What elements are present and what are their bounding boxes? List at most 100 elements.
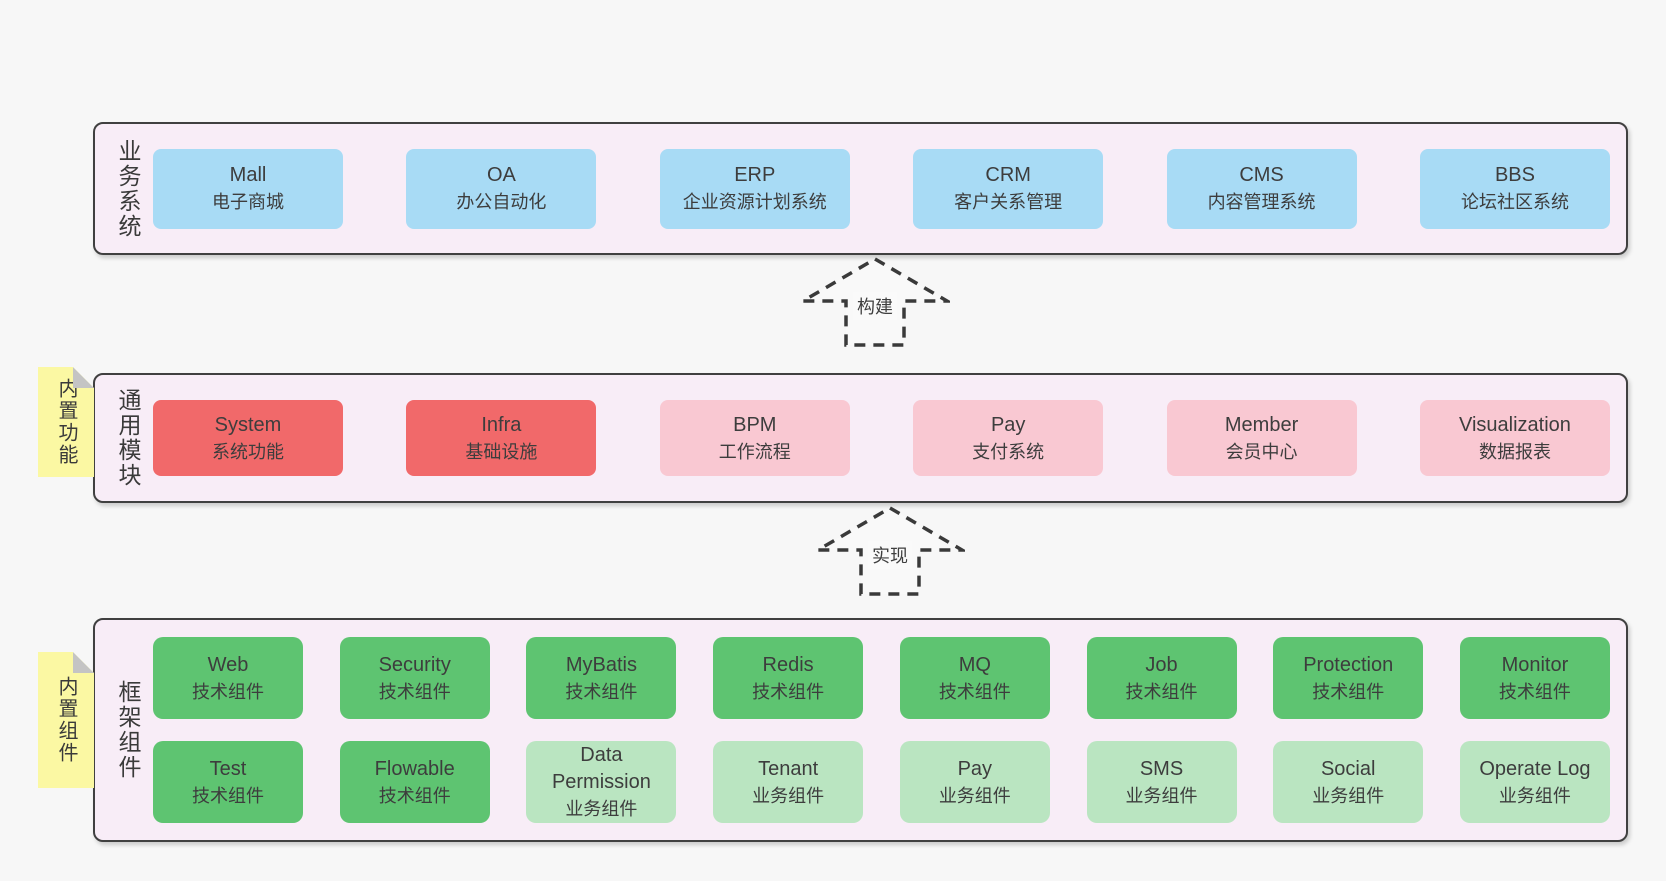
- box-rows: Web 技术组件 Security 技术组件 MyBatis 技术组件 Redi…: [141, 637, 1626, 823]
- box-subtitle: 技术组件: [1498, 681, 1571, 702]
- box-subtitle: 内容管理系统: [1207, 192, 1316, 212]
- box-subtitle: 技术组件: [565, 681, 638, 702]
- section-framework-components: 框架组件 Web 技术组件 Security 技术组件 MyBatis 技术组件…: [93, 618, 1628, 842]
- section-common-modules: 通用模块 System 系统功能 Infra 基础设施 BPM 工作流程 Pay…: [93, 373, 1628, 503]
- box-subtitle: 技术组件: [752, 681, 825, 702]
- box-subtitle: 会员中心: [1225, 441, 1298, 462]
- box-cms: CMS 内容管理系统: [1166, 148, 1357, 229]
- box-subtitle: 技术组件: [192, 681, 264, 702]
- box-row: Web 技术组件 Security 技术组件 MyBatis 技术组件 Redi…: [153, 637, 1610, 719]
- note-tab-built-in-features: 内置功能: [38, 367, 94, 477]
- box-subtitle: 数据报表: [1478, 441, 1551, 462]
- box-title: MQ: [958, 653, 991, 676]
- box-subtitle: 客户关系管理: [954, 192, 1063, 212]
- box-subtitle: 技术组件: [378, 681, 451, 702]
- box-subtitle: 电子商城: [212, 192, 284, 212]
- box-data-permission: Data Permission 业务组件: [526, 741, 677, 823]
- box-row: System 系统功能 Infra 基础设施 BPM 工作流程 Pay 支付系统…: [141, 400, 1626, 476]
- box-title: Web: [207, 653, 249, 676]
- box-title: Data Permission: [551, 744, 651, 793]
- box-title: Job: [1145, 653, 1178, 676]
- box-crm: CRM 客户关系管理: [913, 148, 1104, 229]
- box-bbs: BBS 论坛社区系统: [1419, 148, 1610, 229]
- up-arrow-build: 构建: [800, 256, 950, 348]
- box-pay-component: Pay 业务组件: [899, 741, 1050, 823]
- box-system: System 系统功能: [153, 400, 343, 476]
- box-monitor: Monitor 技术组件: [1459, 637, 1610, 719]
- box-tenant: Tenant 业务组件: [713, 741, 864, 823]
- box-social: Social 业务组件: [1273, 741, 1424, 823]
- box-security: Security 技术组件: [339, 637, 490, 719]
- box-title: Tenant: [758, 757, 819, 780]
- box-sms: SMS 业务组件: [1086, 741, 1237, 823]
- box-title: Monitor: [1501, 653, 1569, 676]
- box-flowable: Flowable 技术组件: [339, 741, 490, 823]
- box-subtitle: 办公自动化: [456, 192, 547, 212]
- box-operate-log: Operate Log 业务组件: [1459, 741, 1610, 823]
- box-subtitle: 业务组件: [1125, 785, 1198, 806]
- box-subtitle: 论坛社区系统: [1460, 192, 1569, 212]
- box-mall: Mall 电子商城: [153, 148, 343, 229]
- box-redis: Redis 技术组件: [713, 637, 864, 719]
- box-erp: ERP 企业资源计划系统: [659, 148, 850, 229]
- box-title: BPM: [733, 413, 777, 436]
- box-title: Social: [1320, 757, 1376, 780]
- box-infra: Infra 基础设施: [406, 400, 597, 476]
- box-subtitle: 业务组件: [565, 799, 638, 819]
- box-title: SMS: [1139, 757, 1184, 780]
- box-subtitle: 业务组件: [1498, 785, 1571, 806]
- box-title: BBS: [1494, 164, 1535, 186]
- note-tab-built-in-components: 内置组件: [38, 652, 94, 788]
- box-title: Protection: [1303, 653, 1394, 676]
- box-subtitle: 企业资源计划系统: [682, 192, 827, 212]
- box-title: CRM: [985, 164, 1031, 186]
- box-pay-system: Pay 支付系统: [913, 400, 1104, 476]
- box-member: Member 会员中心: [1166, 400, 1357, 476]
- box-title: Visualization: [1458, 413, 1571, 436]
- section-label: 业务系统: [115, 138, 141, 239]
- box-title: CMS: [1239, 164, 1284, 186]
- arrow-label: 实现: [868, 541, 912, 569]
- box-title: ERP: [734, 164, 776, 186]
- section-label: 通用模块: [115, 388, 141, 488]
- box-subtitle: 业务组件: [752, 785, 825, 806]
- box-subtitle: 工作流程: [718, 441, 791, 462]
- box-title: Redis: [762, 653, 814, 676]
- box-title: Mall: [229, 164, 267, 186]
- box-title: Test: [209, 757, 247, 780]
- box-subtitle: 技术组件: [192, 785, 264, 806]
- box-title: MyBatis: [565, 653, 637, 676]
- box-title: Security: [378, 653, 451, 676]
- box-subtitle: 业务组件: [1312, 785, 1385, 806]
- up-arrow-implement: 实现: [815, 505, 965, 597]
- box-subtitle: 技术组件: [378, 785, 451, 806]
- section-label: 框架组件: [115, 680, 141, 780]
- note-tab-label: 内置组件: [55, 676, 77, 764]
- box-web: Web 技术组件: [153, 637, 303, 719]
- box-subtitle: 支付系统: [972, 441, 1045, 462]
- box-mybatis: MyBatis 技术组件: [526, 637, 677, 719]
- box-subtitle: 技术组件: [1125, 681, 1198, 702]
- box-title: Pay: [957, 757, 993, 780]
- box-subtitle: 基础设施: [465, 441, 538, 462]
- box-test: Test 技术组件: [153, 741, 303, 823]
- box-title: Operate Log: [1479, 757, 1591, 780]
- box-title: Pay: [990, 413, 1026, 436]
- section-business-systems: 业务系统 Mall 电子商城 OA 办公自动化 ERP 企业资源计划系统 CRM…: [93, 122, 1628, 255]
- box-title: Flowable: [374, 757, 455, 780]
- box-title: System: [214, 413, 282, 436]
- box-row: Test 技术组件 Flowable 技术组件 Data Permission …: [153, 741, 1610, 823]
- note-tab-label: 内置功能: [55, 378, 77, 466]
- box-title: Infra: [481, 413, 522, 436]
- box-title: OA: [486, 164, 516, 186]
- box-subtitle: 技术组件: [938, 681, 1011, 702]
- box-mq: MQ 技术组件: [899, 637, 1050, 719]
- folded-corner-icon: [73, 367, 94, 388]
- box-job: Job 技术组件: [1086, 637, 1237, 719]
- box-oa: OA 办公自动化: [406, 148, 597, 229]
- box-subtitle: 系统功能: [212, 441, 284, 462]
- box-row: Mall 电子商城 OA 办公自动化 ERP 企业资源计划系统 CRM 客户关系…: [141, 148, 1626, 229]
- box-title: Member: [1224, 413, 1299, 436]
- arrow-label: 构建: [853, 292, 897, 320]
